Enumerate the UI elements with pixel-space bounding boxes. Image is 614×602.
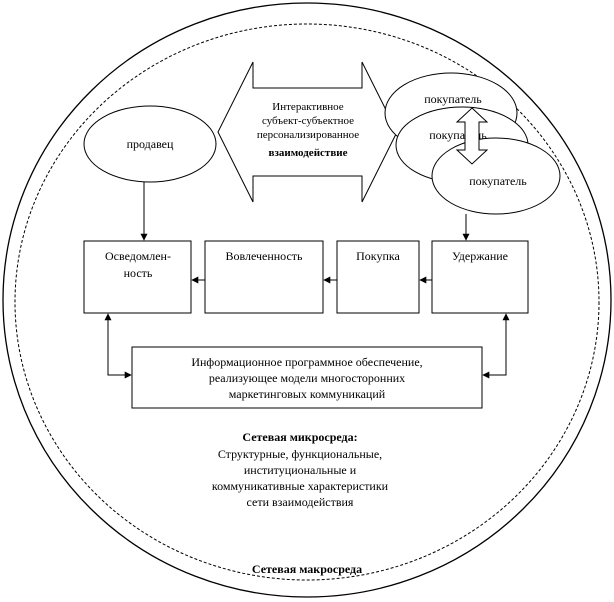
connector-software-retention [482,313,510,379]
buyer-label-1: покупатель [424,92,482,106]
seller-ellipse [83,105,217,183]
buyer-label-3: покупатель [469,174,527,188]
micro-environment-line-1: Структурные, функциональные, [218,447,382,461]
connector-software-awareness [104,313,132,379]
stage-retention-label: Удержание [452,249,508,263]
stage-box-retention [431,240,529,314]
macro-environment-label: Сетевая макросреда [252,562,362,576]
stage-purchase-label: Покупка [356,249,400,263]
interaction-line-1: Интерактивное [272,101,344,113]
stage-box-engagement [204,240,324,314]
seller-label: продавец [127,137,174,151]
stage-awareness-line-2: ность [124,266,153,280]
interaction-line-3: персонализированное [257,129,359,141]
micro-environment-title: Сетевая микросреда: [242,430,357,444]
micro-environment-line-3: коммуникативные характеристики [212,479,389,493]
micro-environment-line-4: сети взаимодействия [247,495,354,509]
interaction-line-2: субъект-субъектное [262,115,354,127]
software-line-3: маркетинговых коммуникаций [229,387,386,401]
stage-engagement-label: Вовлеченность [225,249,303,263]
stage-box-purchase [336,240,420,314]
micro-environment-circle [14,23,600,581]
software-box [131,346,483,409]
stage-box-awareness [83,240,192,314]
stage-awareness-line-1: Осведомлен- [105,249,171,263]
software-line-2: реализующее модели многосторонних [209,371,405,385]
software-line-1: Информационное программное обеспечение, [191,355,422,369]
buyer-vertical-double-arrow [455,107,489,165]
micro-environment-line-2: институциональные и [244,463,357,477]
interaction-line-4: взаимодействие [269,147,348,159]
